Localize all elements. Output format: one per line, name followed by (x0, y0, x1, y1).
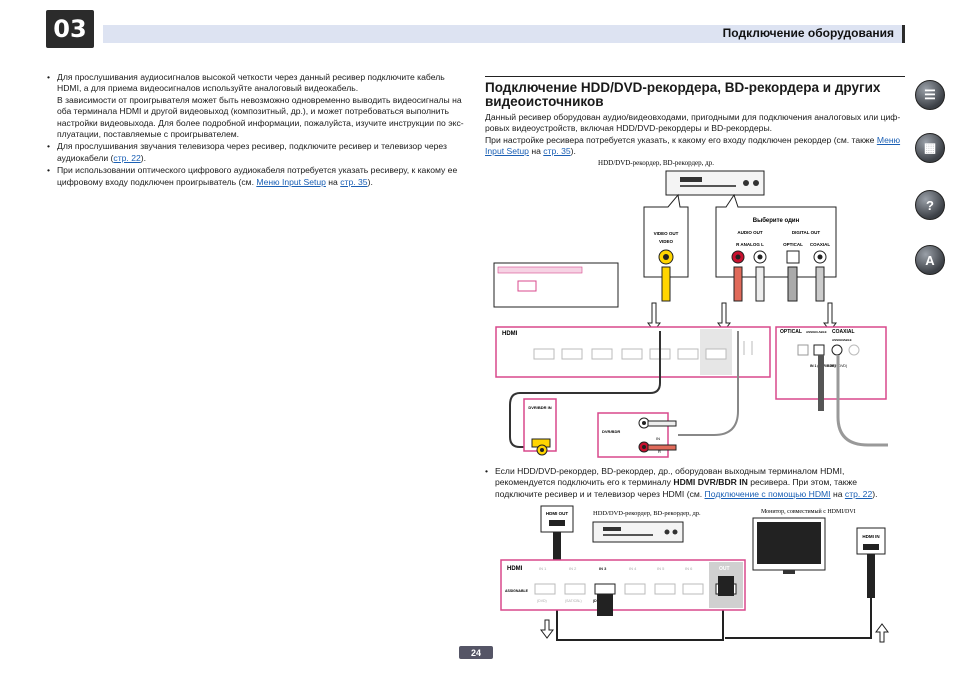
bullet-text: ). (140, 152, 147, 163)
dvr-bdr-audio-in: DVR/BDR IN L R (597, 412, 677, 458)
bullet-icon: • (485, 466, 489, 476)
video-cable (509, 331, 661, 448)
bullet-text: При использовании оптического цифрового … (57, 165, 458, 187)
rx-optical-label: OPTICAL (780, 329, 802, 335)
monitor-device (752, 517, 826, 574)
bullet-text: на (325, 176, 341, 187)
hdmi-out-callout: HDMI OUT (540, 505, 574, 533)
note-text-part: ). (872, 488, 878, 499)
dvd-label: (DVD) (537, 599, 547, 603)
section-paragraph: Данный ресивер оборудован аудио/видеовхо… (485, 112, 901, 134)
page-link[interactable]: стр. 35 (543, 145, 571, 156)
recorder-device (665, 170, 765, 196)
menu-icon[interactable]: ▦ (915, 133, 945, 163)
input-setup-link[interactable]: Меню Input Setup (485, 134, 901, 156)
dvr-bdr-label: DVR/BDR (602, 429, 620, 434)
hdmi-connection-link[interactable]: Подключение с помощью HDMI (704, 488, 831, 499)
receiver-digital-panel: OPTICAL COAXIAL ASSIGN-ABLE ASSIGNABLE I… (775, 326, 887, 400)
connection-diagram-1: HDD/DVD-рекордер, BD-рекордер, др. VIDEO… (493, 159, 888, 458)
hdmi-in-callout: HDMI IN (856, 527, 886, 555)
hdmi-label: HDMI (502, 331, 518, 337)
bullet-text-cont: В зависимости от проигрывателя может быт… (57, 94, 464, 140)
audio-out-label: AUDIO OUT (737, 230, 763, 235)
para-text: При настройке ресивера потребуется указа… (485, 134, 877, 145)
digital-cables (818, 355, 888, 447)
bullet-text: Для прослушивания звучания телевизора че… (57, 141, 447, 163)
index-icon[interactable]: A (915, 245, 945, 275)
para-text: на (528, 145, 544, 156)
in5-label: IN 5 (657, 566, 665, 571)
in6-label: IN 6 (685, 566, 693, 571)
bullet-hdmi-audio: Для прослушивания аудиосигналов высокой … (47, 72, 465, 140)
audio-out-callout: Выберите один AUDIO OUT DIGITAL OUT R AN… (715, 193, 837, 278)
choose-one-label: Выберите один (753, 217, 800, 224)
note-bold: HDMI DVR/BDR IN (673, 477, 748, 488)
sat-cbl-label: (SAT/CBL) (565, 599, 582, 603)
bullet-optical: При использовании оптического цифрового … (47, 165, 465, 188)
receiver-thumbnail (493, 262, 619, 308)
bullet-text: Для прослушивания аудиосигналов высокой … (57, 72, 445, 94)
left-column: Для прослушивания аудиосигналов высокой … (47, 72, 465, 189)
hdmi-label-2: HDMI (507, 566, 523, 572)
in4-label: IN 4 (629, 566, 637, 571)
assignable-label-3: ASSIGNABLE (505, 589, 529, 593)
header-bar: Подключение оборудования (103, 25, 905, 43)
in3-label: IN 3 (599, 566, 607, 571)
page-link[interactable]: стр. 22 (113, 152, 141, 163)
dvr-bdr-video-in: DVR/BDR IN (523, 398, 557, 456)
receiver-hdmi-panel-2: HDMI IN 1 IN 2 IN 3 IN 4 IN 5 IN 6 OUT A… (500, 559, 746, 611)
arrows (540, 619, 889, 643)
chapter-number: 03 (46, 10, 94, 48)
assignable-label-2: ASSIGNABLE (832, 338, 852, 342)
optical-out-label: OPTICAL (783, 242, 803, 247)
hdmi-in-label: HDMI IN (862, 534, 879, 539)
assignable-label: ASSIGN-ABLE (806, 330, 827, 334)
note-text-part: ресивера. При этом, также подключите рес… (495, 477, 858, 499)
bullet-tv-audio: Для прослушивания звучания телевизора че… (47, 141, 465, 164)
digital-out-label: DIGITAL OUT (792, 230, 821, 235)
device-label-2: HDD/DVD-рекордер, BD-рекордер, др. (593, 510, 701, 517)
note-text: Если HDD/DVD-рекордер, BD-рекордер, др.,… (485, 466, 905, 500)
page-number: 24 (459, 646, 493, 659)
analog-audio-cable (678, 331, 739, 436)
monitor-label: Монитор, совместимый с HDMI/DVI (761, 508, 856, 515)
note-text-part: Если HDD/DVD-рекордер, BD-рекордер, др.,… (495, 466, 845, 488)
bullet-text: ). (367, 176, 373, 187)
connection-diagram-2: HDMI OUT HDD/DVD-рекордер, BD-рекордер, … (500, 505, 889, 643)
section-title: Подключение HDD/DVD-рекордера, BD-рекорд… (485, 80, 881, 109)
section-paragraph-2: При настройке ресивера потребуется указа… (485, 135, 905, 158)
in-label: IN (656, 436, 660, 441)
book-icon[interactable]: ☰ (915, 80, 945, 110)
section-body: Данный ресивер оборудован аудио/видеовхо… (485, 112, 905, 157)
video-out-label: VIDEO OUT (654, 231, 679, 236)
receiver-hdmi-panel: HDMI (495, 326, 771, 378)
rx-coaxial-label: COAXIAL (832, 329, 855, 335)
hdmi-plug (718, 576, 734, 596)
r-label: R (658, 449, 661, 454)
coaxial-out-label: COAXIAL (810, 242, 831, 247)
note-text-part: на (830, 488, 845, 499)
video-label: VIDEO (659, 239, 674, 244)
recorder-device-2 (592, 521, 684, 543)
hdmi-plug (597, 594, 613, 616)
section-rule (485, 76, 905, 77)
hdmi-note: • Если HDD/DVD-рекордер, BD-рекордер, др… (485, 466, 905, 500)
in1-label: IN 1 (539, 566, 547, 571)
dvr-bdr-in-label: DVR/BDR IN (528, 405, 551, 410)
down-arrows (647, 302, 837, 332)
video-out-callout: VIDEO OUT VIDEO (643, 193, 689, 278)
para-text: ). (570, 145, 576, 156)
faq-icon[interactable]: ? (915, 190, 945, 220)
hdmi-out-label: HDMI OUT (546, 511, 568, 516)
device-label: HDD/DVD-рекордер, BD-рекордер, др. (598, 159, 714, 167)
out-label: OUT (719, 566, 730, 572)
page-link[interactable]: стр. 22 (844, 488, 873, 499)
page-header-title: Подключение оборудования (722, 26, 894, 40)
r-analog-l-label: R ANALOG L (736, 242, 764, 247)
analog-cables (661, 266, 825, 302)
in2-label: IN 2 (569, 566, 577, 571)
page-link[interactable]: стр. 35 (340, 176, 368, 187)
input-setup-link[interactable]: Меню Input Setup (256, 176, 326, 187)
